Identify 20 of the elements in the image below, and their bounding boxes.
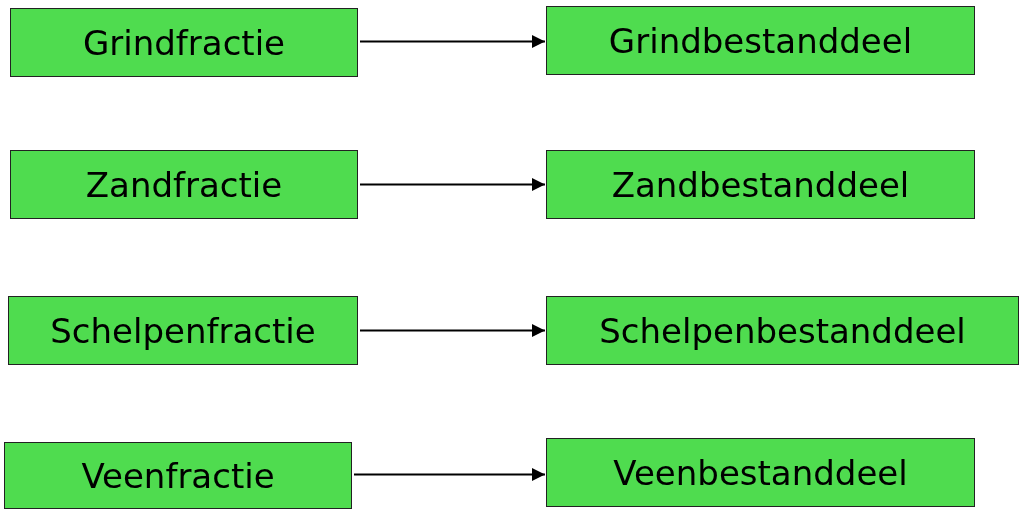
process-box [10, 8, 358, 77]
box-label: Zandbestanddeel [611, 164, 910, 205]
box-label: Veenbestanddeel [613, 452, 908, 493]
arrow [354, 467, 545, 482]
process-box [546, 296, 1019, 365]
process-box [546, 6, 975, 75]
process-box [10, 150, 358, 219]
process-box [8, 296, 358, 365]
process-box [546, 150, 975, 219]
process-box [4, 442, 352, 509]
box-label: Grindbestanddeel [608, 20, 913, 61]
box-label: Grindfractie [82, 22, 286, 63]
box-label: Zandfractie [85, 164, 283, 205]
arrow [360, 323, 545, 338]
box-label: Schelpenbestanddeel [599, 310, 966, 351]
box-label: Veenfractie [81, 455, 275, 496]
box-label: Schelpenfractie [50, 310, 316, 351]
arrow [360, 34, 545, 49]
arrow [360, 177, 545, 192]
process-box [546, 438, 975, 507]
